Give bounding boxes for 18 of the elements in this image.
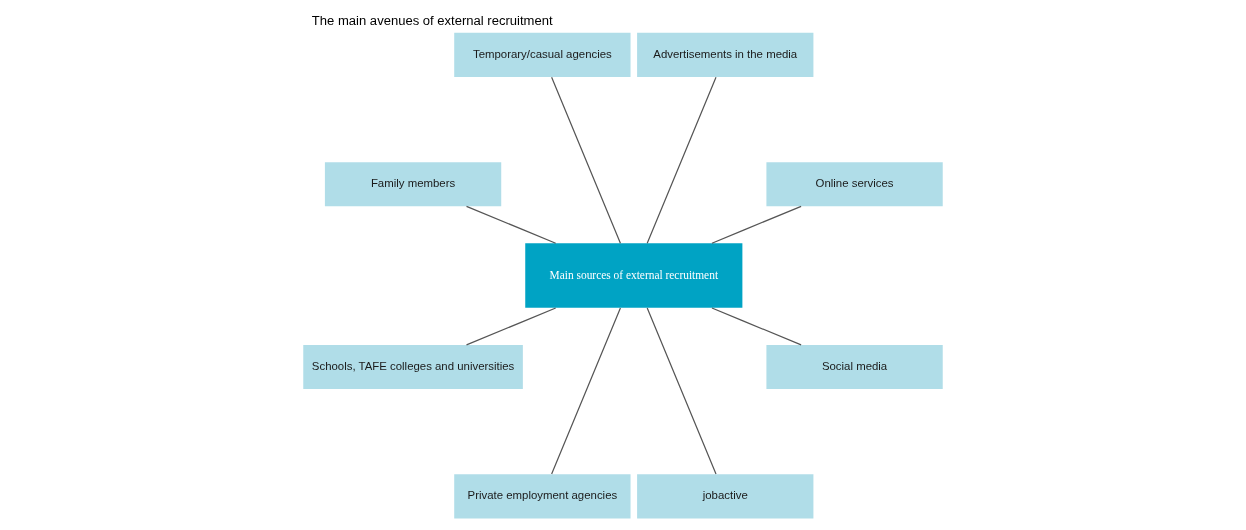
- connector: [465, 307, 557, 346]
- node-box: Main sources of external recruitment: [525, 243, 743, 308]
- node-box: Temporary/casual agencies: [454, 32, 631, 77]
- connector: [711, 205, 802, 244]
- diagram-title: The main avenues of external recruitment: [311, 13, 553, 29]
- connector: [646, 307, 717, 475]
- node-box: Online services: [766, 162, 943, 207]
- node-box: Schools, TAFE colleges and universities: [303, 345, 523, 390]
- node-box: Advertisements in the media: [637, 32, 814, 77]
- node-box: Social media: [766, 345, 943, 390]
- connector: [711, 307, 802, 346]
- node-box: Family members: [324, 162, 502, 207]
- connector: [551, 307, 622, 475]
- connector: [551, 76, 622, 244]
- connector: [646, 76, 717, 244]
- connector: [465, 205, 557, 244]
- node-box: jobactive: [637, 474, 814, 519]
- node-box: Private employment agencies: [454, 474, 631, 519]
